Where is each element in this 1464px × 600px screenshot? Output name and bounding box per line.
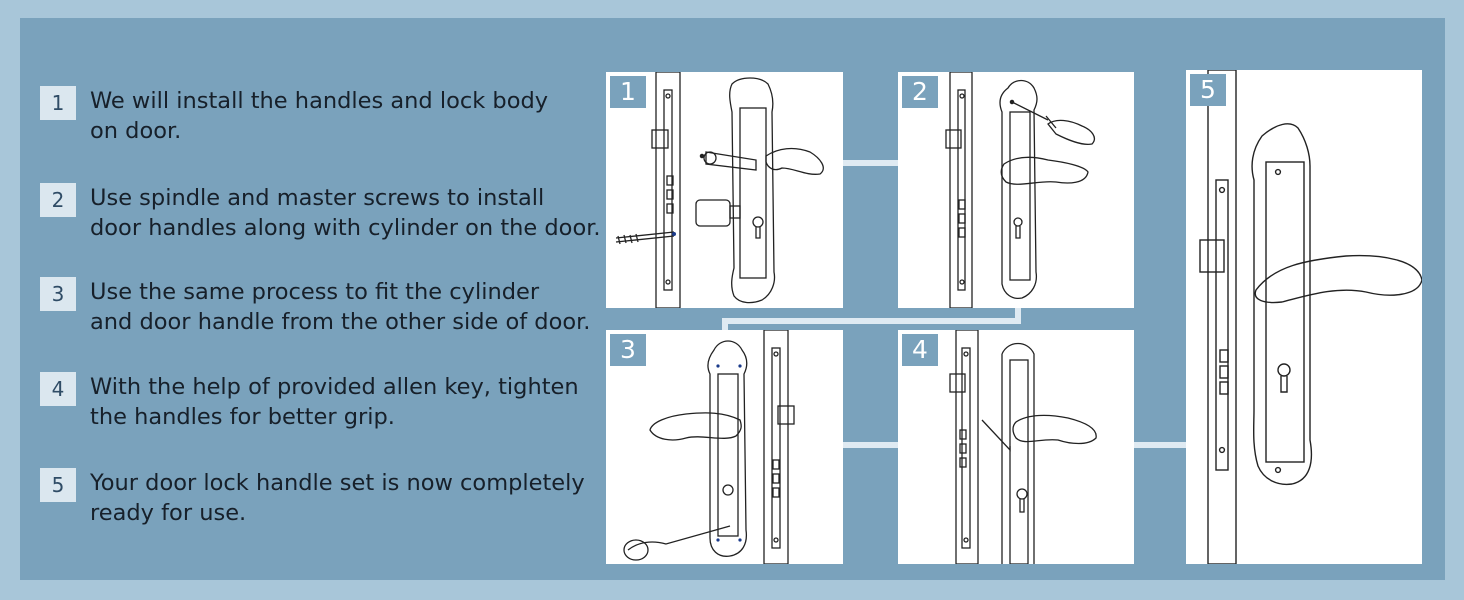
step-badge-1: 1	[610, 76, 646, 108]
step-text: With the help of provided allen key, tig…	[90, 372, 620, 432]
illustration-panel-2: 2	[898, 72, 1134, 308]
step-text-line: Your door lock handle set is now complet…	[90, 470, 585, 496]
door-handle-screw-illustration	[945, 72, 1096, 308]
step-3: 3 Use the same process to fit the cylind…	[40, 277, 620, 337]
connector-3-4	[843, 442, 899, 448]
step-1: 1 We will install the handles and lock b…	[40, 86, 620, 146]
step-text: Use the same process to fit the cylinder…	[90, 277, 620, 337]
step-text-line: With the help of provided allen key, tig…	[90, 374, 579, 400]
step-text-line: on door.	[90, 118, 182, 144]
step-badge-4: 4	[902, 334, 938, 366]
illustration-panel-3: 3	[606, 330, 843, 564]
connector-2-3-down	[722, 318, 728, 332]
step-text: Your door lock handle set is now complet…	[90, 468, 620, 528]
other-side-cylinder-illustration	[623, 330, 795, 564]
completed-handle-set-illustration	[1199, 70, 1422, 564]
step-badge-3: 3	[610, 334, 646, 366]
step-text-line: Use the same process to fit the cylinder	[90, 279, 540, 305]
allen-key-tighten-illustration	[949, 330, 1097, 564]
connector-1-2	[843, 160, 899, 166]
connector-4-5	[1134, 442, 1186, 448]
step-5: 5 Your door lock handle set is now compl…	[40, 468, 620, 528]
step-badge-5: 5	[1190, 74, 1226, 106]
door-handle-install-illustration	[615, 72, 824, 308]
step-number: 5	[40, 468, 76, 502]
step-text-line: and door handle from the other side of d…	[90, 309, 591, 335]
step-text-line: door handles along with cylinder on the …	[90, 215, 601, 241]
step-number: 4	[40, 372, 76, 406]
illustration-panel-4: 4	[898, 330, 1134, 564]
step-text-line: We will install the handles and lock bod…	[90, 88, 549, 114]
step-text-line: Use spindle and master screws to install	[90, 185, 545, 211]
connector-2-3-horizontal	[722, 318, 1021, 324]
illustration-panel-5: 5	[1186, 70, 1422, 564]
step-number: 2	[40, 183, 76, 217]
step-number: 3	[40, 277, 76, 311]
step-text-line: the handles for better grip.	[90, 404, 395, 430]
illustration-panel-1: 1	[606, 72, 843, 308]
step-text: Use spindle and master screws to install…	[90, 183, 620, 243]
connector-2-3-vertical	[1015, 306, 1021, 324]
step-text-line: ready for use.	[90, 500, 247, 526]
step-badge-2: 2	[902, 76, 938, 108]
step-text: We will install the handles and lock bod…	[90, 86, 620, 146]
step-4: 4 With the help of provided allen key, t…	[40, 372, 620, 432]
step-number: 1	[40, 86, 76, 120]
step-2: 2 Use spindle and master screws to insta…	[40, 183, 620, 243]
